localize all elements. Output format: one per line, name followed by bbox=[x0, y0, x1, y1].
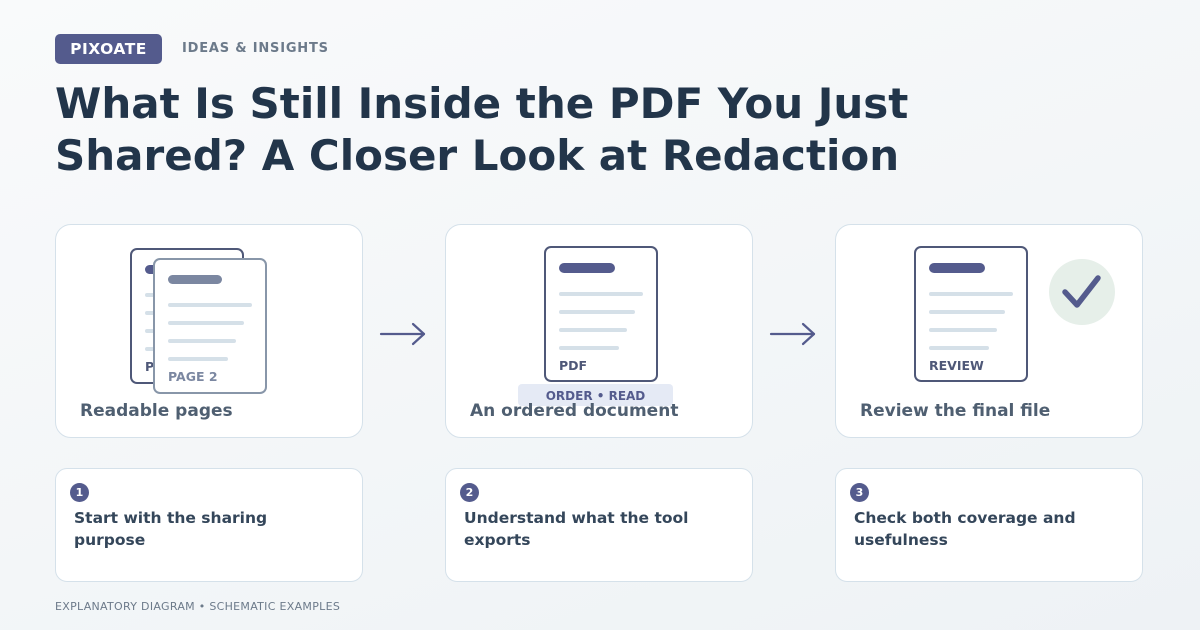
step-text: Check both coverage and usefulness bbox=[854, 509, 1076, 549]
stacked-pages-illustration: P PAGE 2 bbox=[130, 248, 267, 394]
arrow-right-icon bbox=[769, 322, 816, 346]
front-page-label: PAGE 2 bbox=[168, 369, 218, 384]
step-card-1: 1 Start with the sharing purpose bbox=[55, 468, 363, 582]
card-caption: Review the final file bbox=[860, 401, 1051, 421]
card-readable-pages: P PAGE 2 Readable pages bbox=[55, 224, 363, 438]
review-label: REVIEW bbox=[929, 358, 984, 373]
pdf-document-illustration: PDF ORDER • READ bbox=[518, 246, 673, 406]
brand-badge: PIXOATE bbox=[55, 34, 162, 64]
step-text: Start with the sharing purpose bbox=[74, 509, 268, 549]
order-read-tag bbox=[518, 384, 673, 406]
pdf-label: PDF bbox=[559, 358, 587, 373]
card-review-final-file: REVIEW Review the final file bbox=[835, 224, 1143, 438]
order-read-tag-label: ORDER • READ bbox=[546, 389, 646, 403]
step-text: Understand what the tool exports bbox=[464, 509, 689, 549]
back-page-label: P bbox=[145, 359, 154, 374]
review-document-illustration: REVIEW bbox=[914, 246, 1115, 382]
step-number-badge: 3 bbox=[850, 483, 869, 502]
card-ordered-document: PDF ORDER • READ An ordered document bbox=[445, 224, 753, 438]
step-card-2: 2 Understand what the tool exports bbox=[445, 468, 753, 582]
step-card-3: 3 Check both coverage and usefulness bbox=[835, 468, 1143, 582]
step-number-badge: 2 bbox=[460, 483, 479, 502]
card-caption: An ordered document bbox=[470, 401, 679, 421]
step-number-badge: 1 bbox=[70, 483, 89, 502]
checkmark-icon bbox=[1062, 275, 1101, 308]
arrow-right-icon bbox=[379, 322, 426, 346]
footer-note: EXPLANATORY DIAGRAM • SCHEMATIC EXAMPLES bbox=[55, 600, 341, 613]
section-kicker: IDEAS & INSIGHTS bbox=[182, 41, 329, 56]
card-caption: Readable pages bbox=[80, 401, 233, 421]
page-title: What Is Still Inside the PDF You Just Sh… bbox=[55, 79, 909, 180]
checkmark-badge bbox=[1049, 259, 1115, 325]
